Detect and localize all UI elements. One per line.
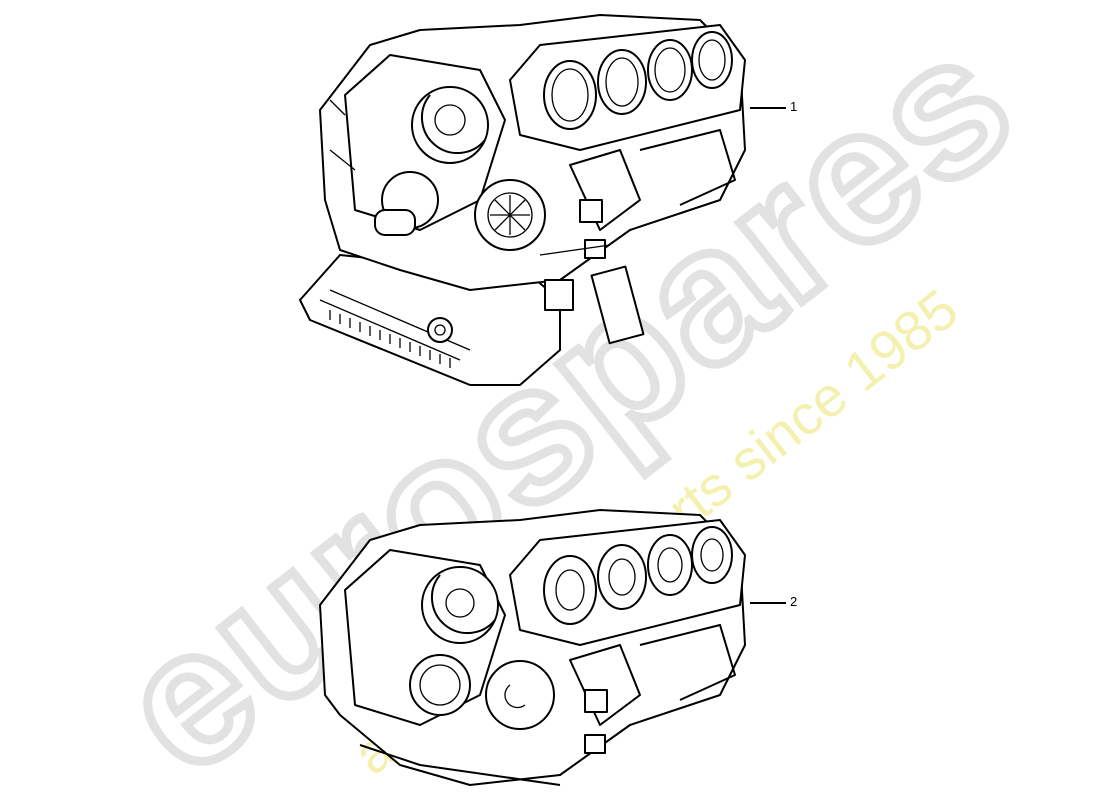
part-callout-1[interactable]: 1 [790, 99, 798, 114]
part-callout-2[interactable]: 2 [790, 594, 798, 609]
engine-block-drawing-2[interactable] [319, 509, 786, 786]
engine-block-drawing-1[interactable] [299, 14, 786, 386]
